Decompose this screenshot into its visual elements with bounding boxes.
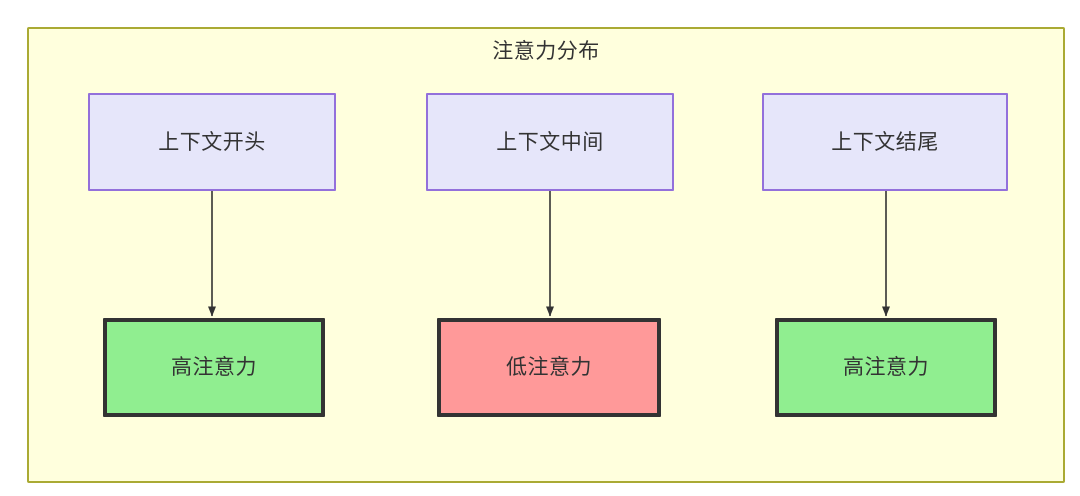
node-context-start[interactable]: 上下文开头 xyxy=(88,93,336,191)
node-context-end-label: 上下文结尾 xyxy=(831,130,939,154)
node-context-start-label: 上下文开头 xyxy=(158,130,266,154)
node-attention-middle[interactable]: 低注意力 xyxy=(437,318,661,417)
node-attention-start-label: 高注意力 xyxy=(171,356,257,379)
node-context-middle-label: 上下文中间 xyxy=(496,130,604,154)
node-context-end[interactable]: 上下文结尾 xyxy=(762,93,1008,191)
node-attention-end-label: 高注意力 xyxy=(843,356,929,379)
node-attention-end[interactable]: 高注意力 xyxy=(775,318,997,417)
node-context-middle[interactable]: 上下文中间 xyxy=(426,93,674,191)
subgraph-title: 注意力分布 xyxy=(492,40,600,63)
node-attention-middle-label: 低注意力 xyxy=(506,356,592,379)
node-attention-start[interactable]: 高注意力 xyxy=(103,318,325,417)
